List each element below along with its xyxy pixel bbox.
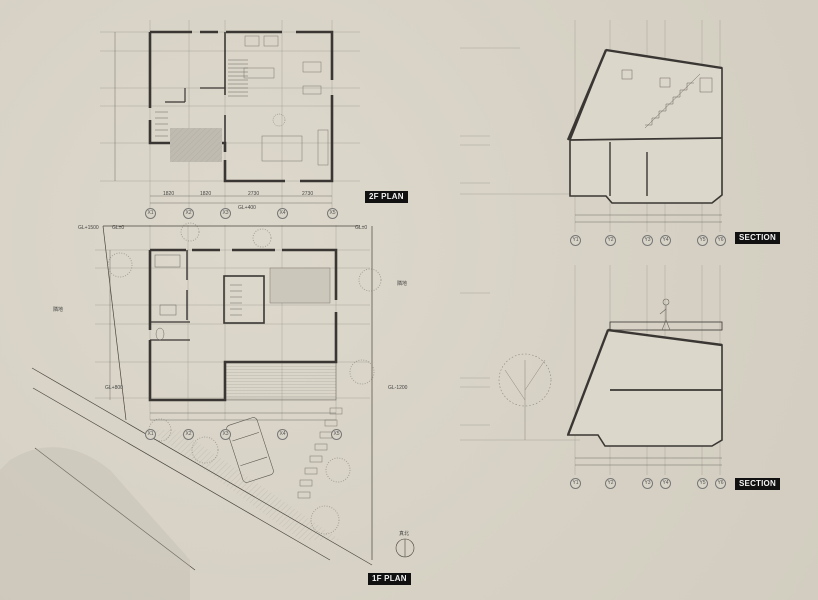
grid-y4-sec2: Y4 bbox=[660, 478, 671, 489]
dim-2f-3: 2730 bbox=[248, 191, 260, 197]
dim-2f-1: 1820 bbox=[163, 191, 175, 197]
level-gl-0-a: GL±0 bbox=[112, 225, 125, 231]
plan-2f bbox=[100, 20, 360, 215]
grid-x3-2f: X3 bbox=[220, 208, 231, 219]
grid-x1-2f: X1 bbox=[145, 208, 156, 219]
vegetation bbox=[107, 222, 382, 535]
grid-y3-sec1: Y3 bbox=[642, 235, 653, 246]
grid-x2-1f: X2 bbox=[183, 429, 194, 440]
grid-x1-1f: X1 bbox=[145, 429, 156, 440]
grid-x5-1f: X5 bbox=[331, 429, 342, 440]
grid-y3-sec2: Y3 bbox=[642, 478, 653, 489]
north-label: 真北 bbox=[399, 531, 410, 537]
grid-x3-1f: X3 bbox=[220, 429, 231, 440]
neighbor-east: 隣地 bbox=[397, 281, 408, 287]
section-2 bbox=[460, 265, 723, 475]
title-1f-plan: 1F PLAN bbox=[368, 573, 411, 585]
woodland-area bbox=[0, 447, 190, 600]
level-gl-800: GL+800 bbox=[105, 385, 123, 391]
section-1 bbox=[460, 20, 723, 232]
grid-y2-sec1: Y2 bbox=[605, 235, 616, 246]
grid-x4-1f: X4 bbox=[277, 429, 288, 440]
level-gl-1500: GL+1500 bbox=[78, 225, 99, 231]
grid-x5-2f: X5 bbox=[327, 208, 338, 219]
neighbor-west: 隣地 bbox=[53, 307, 64, 313]
plan-1f bbox=[31, 225, 415, 571]
dim-2f-2: 1820 bbox=[200, 191, 212, 197]
grid-y1-sec1: Y1 bbox=[570, 235, 581, 246]
grid-y5-sec1: Y5 bbox=[697, 235, 708, 246]
dim-2f-4: 2730 bbox=[302, 191, 314, 197]
grid-y6-sec2: Y6 bbox=[715, 478, 726, 489]
title-2f-plan: 2F PLAN bbox=[365, 191, 408, 203]
grid-y1-sec2: Y1 bbox=[570, 478, 581, 489]
grid-x4-2f: X4 bbox=[277, 208, 288, 219]
level-2f: GL+400 bbox=[238, 205, 256, 211]
grid-y4-sec1: Y4 bbox=[660, 235, 671, 246]
grid-x2-2f: X2 bbox=[183, 208, 194, 219]
grid-y6-sec1: Y6 bbox=[715, 235, 726, 246]
level-gl-minus-1200: GL-1200 bbox=[388, 385, 408, 391]
grid-y2-sec2: Y2 bbox=[605, 478, 616, 489]
title-section-2: SECTION bbox=[735, 478, 780, 490]
title-section-1: SECTION bbox=[735, 232, 780, 244]
grid-y5-sec2: Y5 bbox=[697, 478, 708, 489]
level-gl-0-b: GL±0 bbox=[355, 225, 368, 231]
